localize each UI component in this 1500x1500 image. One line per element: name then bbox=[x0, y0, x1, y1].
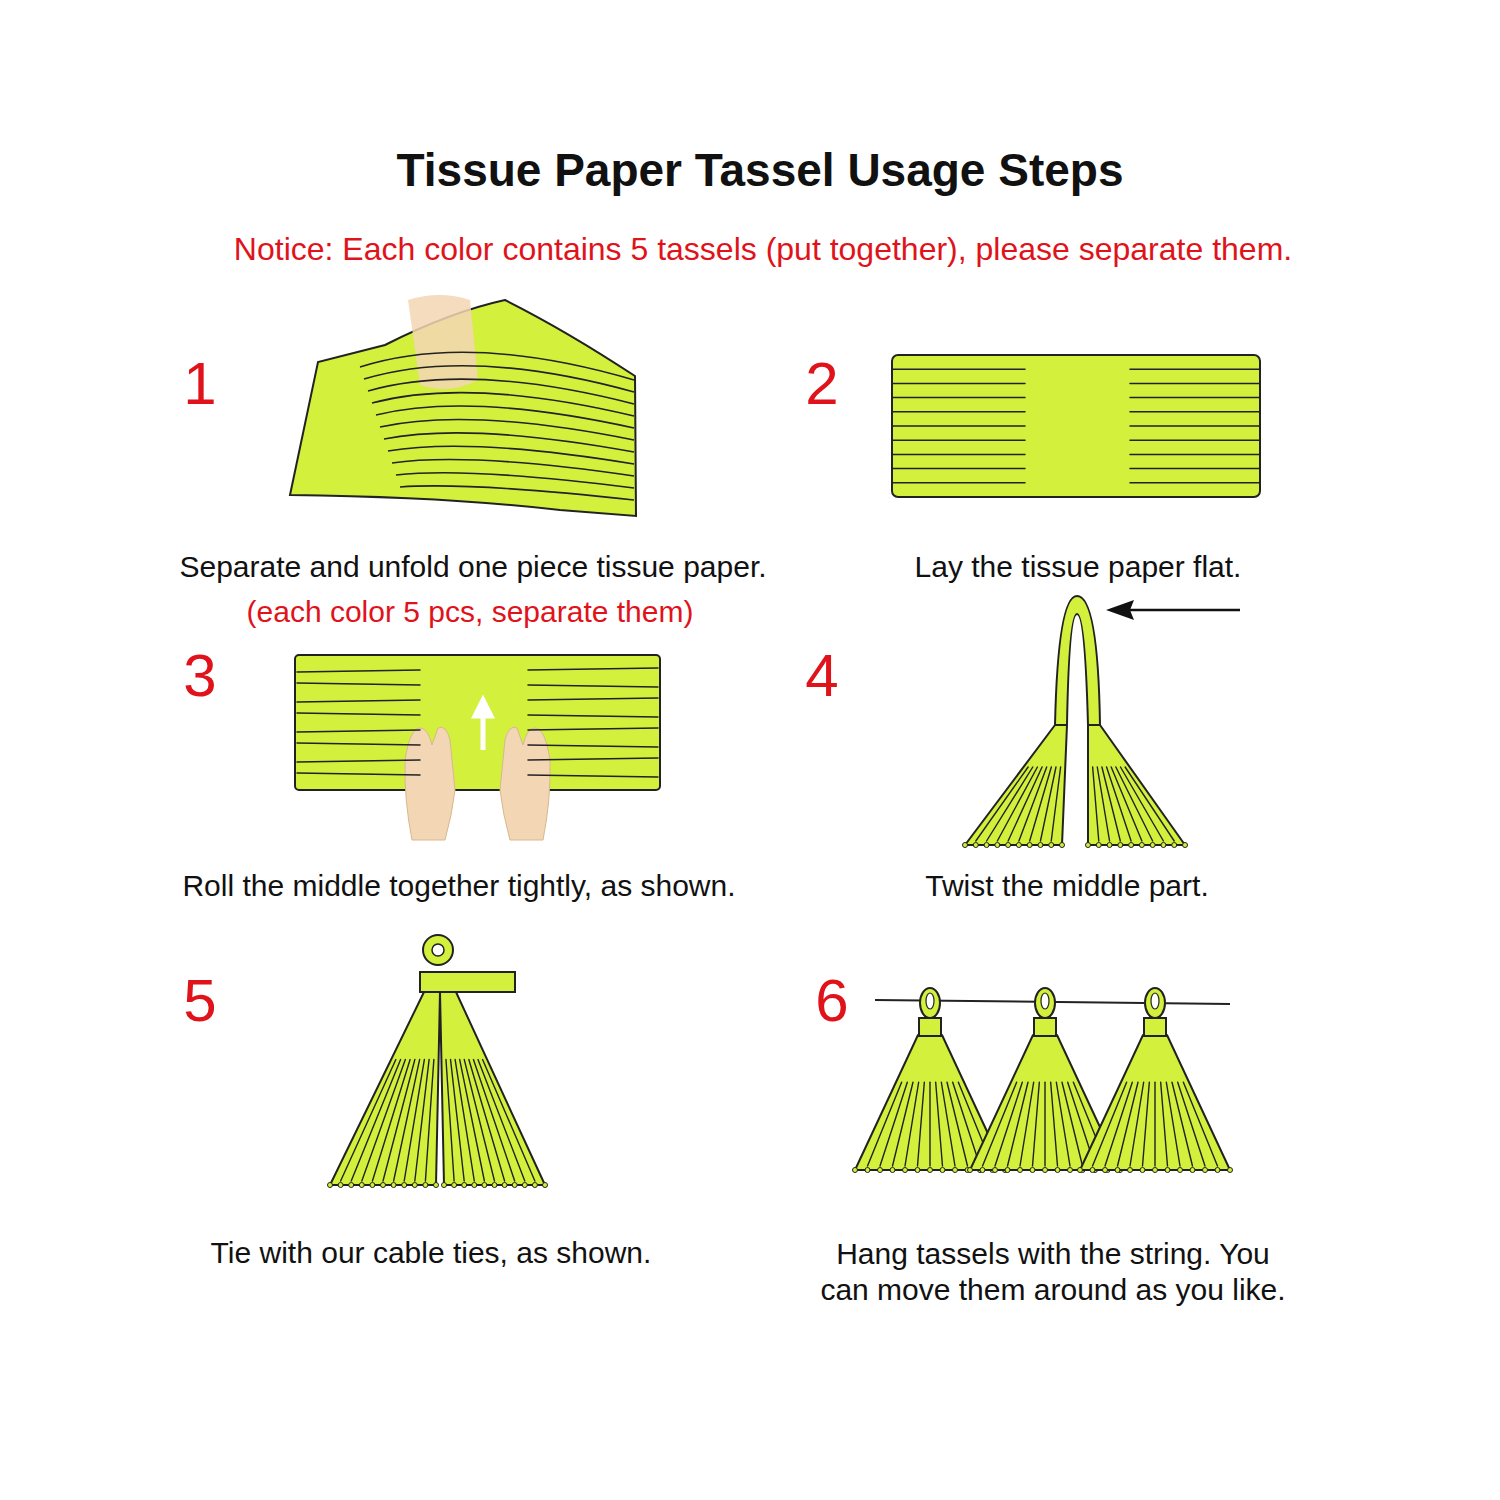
step-caption: Lay the tissue paper flat. bbox=[915, 549, 1242, 585]
notice-text: Notice: Each color contains 5 tassels (p… bbox=[234, 230, 1292, 268]
step-number: 3 bbox=[183, 640, 216, 712]
step-number: 5 bbox=[183, 965, 216, 1037]
step4-arrow bbox=[1106, 600, 1240, 620]
step-note: (each color 5 pcs, separate them) bbox=[247, 594, 694, 630]
step-caption: Roll the middle together tightly, as sho… bbox=[182, 868, 735, 904]
diagram-title: Tissue Paper Tassel Usage Steps bbox=[397, 143, 1124, 198]
step-caption: Separate and unfold one piece tissue pap… bbox=[179, 549, 766, 585]
step-number: 6 bbox=[815, 965, 848, 1037]
step-number: 2 bbox=[805, 348, 838, 420]
step-number: 4 bbox=[805, 640, 838, 712]
step4-tassel bbox=[963, 596, 1188, 848]
step6-garland bbox=[853, 988, 1233, 1173]
step-number: 1 bbox=[183, 348, 216, 420]
step1-sheet bbox=[290, 295, 636, 516]
step5-tassel bbox=[328, 935, 548, 1188]
step-caption: Tie with our cable ties, as shown. bbox=[211, 1235, 652, 1271]
step2-sheet bbox=[892, 355, 1260, 497]
step-caption: Hang tassels with the string. You can mo… bbox=[733, 1236, 1373, 1308]
step-caption: Twist the middle part. bbox=[925, 868, 1208, 904]
step3-sheet bbox=[295, 655, 660, 840]
